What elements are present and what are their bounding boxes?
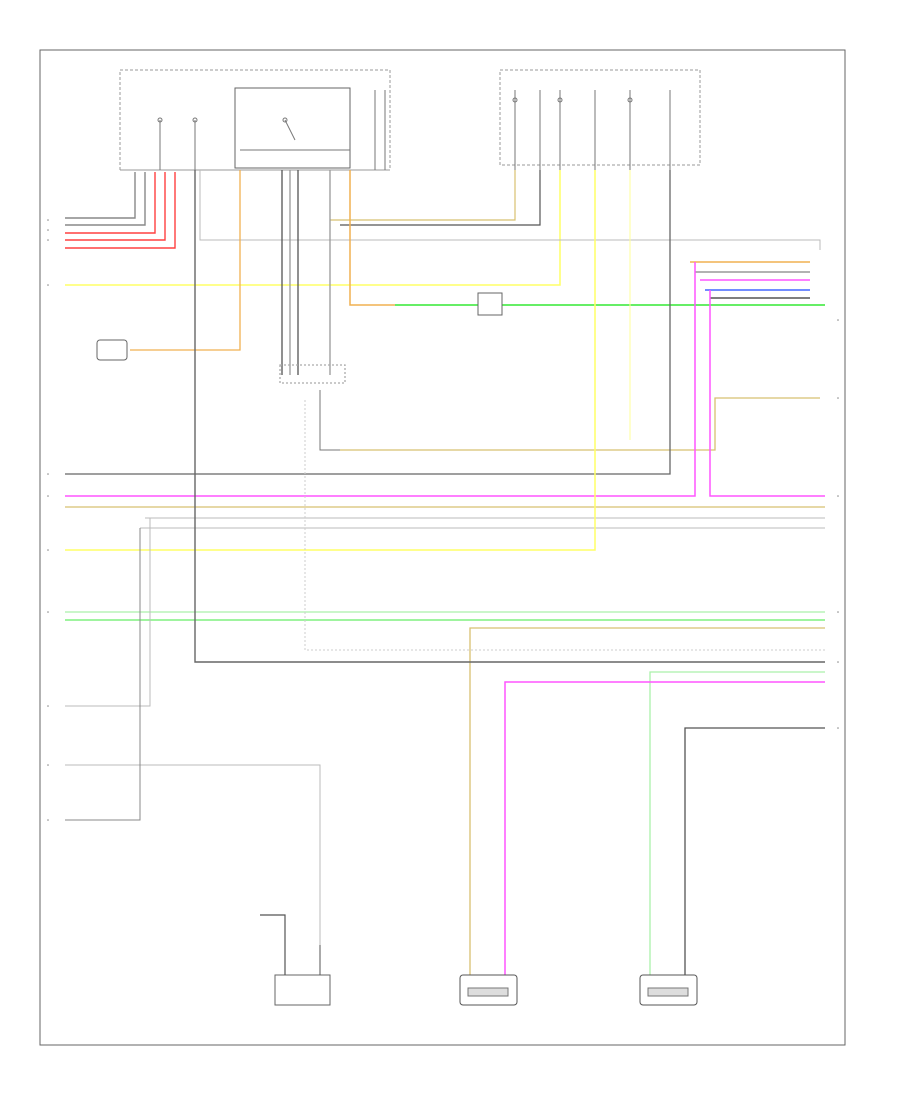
wire-gray-top bbox=[199, 170, 821, 250]
junction-block-right bbox=[499, 69, 701, 166]
wire-black-2 bbox=[319, 390, 340, 451]
wire-magenta-2 bbox=[709, 290, 825, 497]
wire-tan-4 bbox=[469, 627, 825, 975]
fuse-group-right bbox=[512, 90, 671, 170]
wire-yellow-2 bbox=[65, 170, 596, 551]
wire-bundle-left bbox=[65, 172, 176, 249]
wire-orange-1 bbox=[349, 170, 395, 306]
wire-orange-2 bbox=[130, 170, 241, 351]
wire-gray-7 bbox=[65, 528, 141, 821]
diagram-border bbox=[39, 49, 846, 1046]
relay-contacts bbox=[157, 90, 386, 170]
component-bottom-left bbox=[260, 914, 331, 1006]
component-bottom-right bbox=[639, 974, 698, 1006]
component-bottom-center bbox=[459, 974, 518, 1006]
wire-black-3 bbox=[684, 727, 825, 975]
wire-gray-long-2 bbox=[194, 170, 825, 663]
ecu-module bbox=[477, 292, 503, 316]
wire-gray-long-1 bbox=[65, 170, 671, 475]
wire-tan-1 bbox=[330, 170, 516, 221]
wire-magenta-3 bbox=[504, 681, 825, 975]
wire-lightgreen-2 bbox=[649, 671, 825, 975]
wire-tan-2 bbox=[340, 397, 820, 451]
relay-vertical-wires bbox=[279, 170, 346, 384]
wire-gray-5 bbox=[65, 518, 151, 707]
wire-bundle-right bbox=[690, 261, 810, 299]
wire-yellow-1 bbox=[65, 170, 561, 286]
wire-gray-4 bbox=[304, 400, 825, 651]
connector-component-a bbox=[96, 339, 128, 361]
relay-box bbox=[234, 87, 351, 169]
wire-black-1 bbox=[340, 170, 541, 226]
wire-gray-6 bbox=[65, 764, 321, 975]
wire-magenta-1 bbox=[65, 262, 696, 497]
edge-pin-marks bbox=[47, 219, 839, 821]
